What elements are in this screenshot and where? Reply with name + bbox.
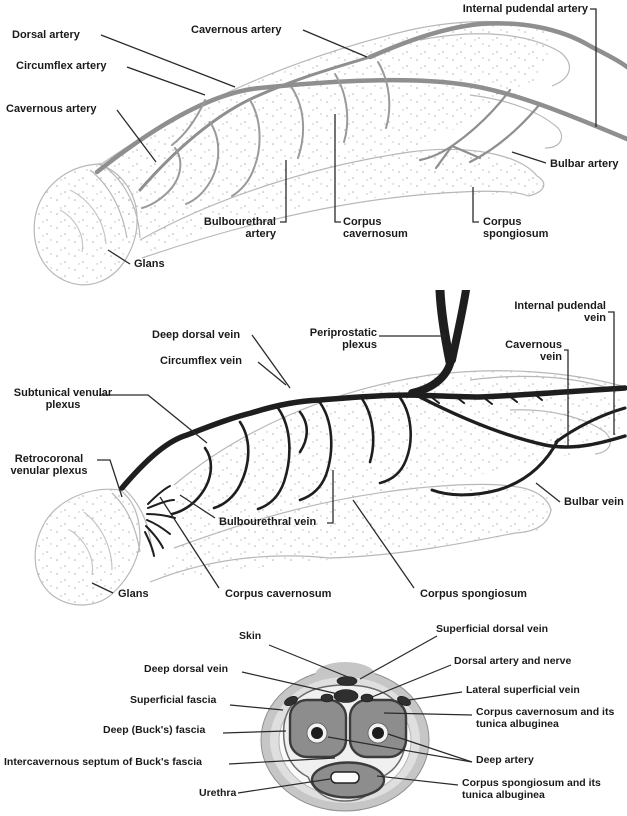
deep-dorsal-vein-vessel	[333, 689, 359, 703]
label-bulbar-artery: Bulbar artery	[550, 158, 619, 170]
label-bulbourethral-artery: Bulbourethral artery	[203, 216, 276, 241]
label-corpus-spongiosum-section: Corpus spongiosum and its tunica albugin…	[462, 777, 601, 801]
shaft-outline-arterial	[33, 20, 570, 286]
leader-lines-cross-section	[222, 635, 473, 794]
label-cavernous-vein: Cavernous vein	[505, 339, 562, 364]
artery-network	[94, 21, 627, 209]
section-bodies	[288, 698, 408, 799]
label-circumflex-vein: Circumflex vein	[160, 355, 242, 367]
label-corpus-cavernosum-venous: Corpus cavernosum	[225, 588, 332, 600]
label-urethra: Urethra	[199, 787, 237, 799]
lateral-superficial-vein-right	[397, 696, 411, 706]
dorsal-artery-right	[360, 693, 374, 703]
cross-section-illustration	[222, 635, 473, 812]
label-retrocoronal-venular-plexus: Retrocoronal venular plexus	[10, 453, 88, 478]
label-deep-artery: Deep artery	[476, 754, 534, 766]
vein-network	[119, 290, 627, 557]
label-corpus-spongiosum-venous: Corpus spongiosum	[420, 588, 527, 600]
label-corpus-spongiosum-arterial: Corpus spongiosum	[483, 216, 549, 241]
leader-lines-venous	[91, 311, 615, 594]
label-corpus-cavernosum-arterial: Corpus cavernosum	[343, 216, 408, 241]
left-deep-artery	[311, 727, 323, 739]
arterial-illustration	[33, 8, 627, 286]
label-superficial-dorsal-vein: Superficial dorsal vein	[436, 623, 549, 635]
label-dorsal-artery-and-nerve: Dorsal artery and nerve	[454, 655, 572, 667]
urethra-lumen	[330, 771, 360, 784]
lateral-superficial-vein-left	[284, 696, 298, 706]
label-glans-venous: Glans	[118, 588, 149, 600]
right-deep-artery	[372, 727, 384, 739]
label-bulbar-vein: Bulbar vein	[564, 496, 624, 508]
shaft-outline-venous	[34, 370, 623, 606]
label-internal-pudendal-vein: Internal pudendal vein	[514, 300, 606, 325]
label-deep-dorsal-vein: Deep dorsal vein	[152, 329, 241, 341]
label-intercavernous-septum: Intercavernous septum of Buck's fascia	[4, 756, 202, 768]
label-dorsal-artery: Dorsal artery	[12, 29, 80, 41]
section-vessels	[284, 676, 411, 706]
label-deep-bucks-fascia: Deep (Buck's) fascia	[103, 724, 206, 736]
label-subtunical-venular-plexus: Subtunical venular plexus	[13, 387, 113, 412]
label-cavernous-artery-top: Cavernous artery	[191, 24, 282, 36]
label-circumflex-artery: Circumflex artery	[16, 60, 107, 72]
label-cavernous-artery: Cavernous artery	[6, 103, 97, 115]
label-bulbourethral-vein: Bulbourethral vein	[219, 516, 317, 528]
leader-lines-arterial	[100, 8, 597, 265]
label-internal-pudendal-artery: Internal pudendal artery	[462, 3, 588, 15]
label-corpus-cavernosum-section: Corpus cavernosum and its tunica albugin…	[476, 706, 615, 730]
dorsal-artery-left	[320, 693, 334, 703]
label-skin: Skin	[239, 630, 262, 642]
label-superficial-fascia: Superficial fascia	[130, 694, 217, 706]
superficial-dorsal-vein-vessel	[336, 676, 358, 686]
venous-illustration	[34, 290, 627, 606]
label-deep-dorsal-vein-section: Deep dorsal vein	[144, 663, 229, 675]
label-periprostatic-plexus: Periprostatic plexus	[309, 327, 377, 352]
label-lateral-superficial-vein: Lateral superficial vein	[466, 684, 580, 696]
label-glans-arterial: Glans	[134, 258, 165, 270]
